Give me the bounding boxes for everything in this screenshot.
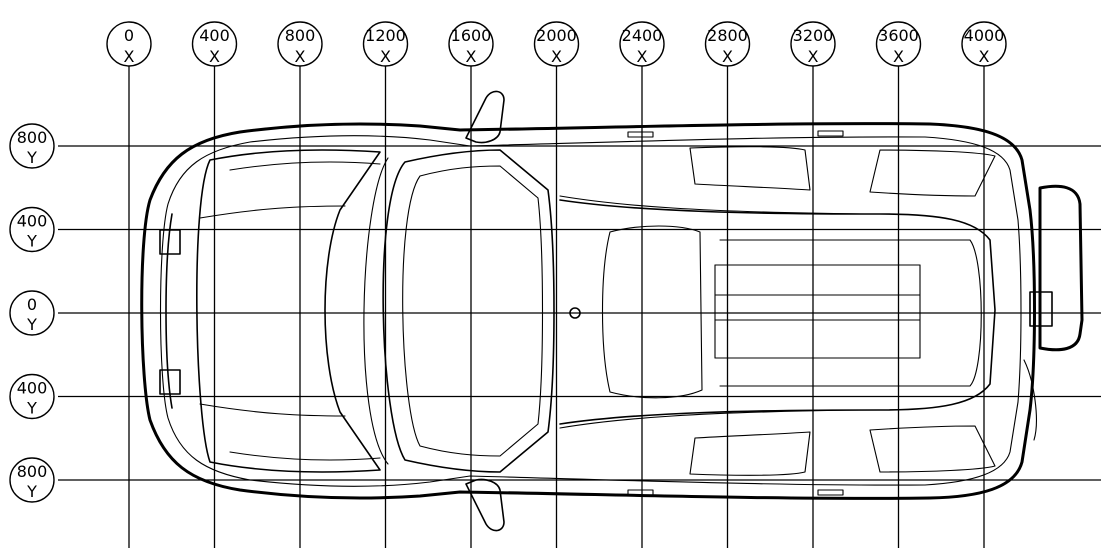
x-marker-axis-letter: X xyxy=(979,47,990,66)
x-marker-circle xyxy=(191,21,238,67)
x-marker-axis-letter: X xyxy=(551,47,562,66)
door-handle-4 xyxy=(817,489,844,496)
x-marker-axis-letter: X xyxy=(295,47,306,66)
y-marker-axis-letter: Y xyxy=(26,399,37,418)
x-marker-circle xyxy=(106,21,152,67)
x-marker-value: 400 xyxy=(199,26,230,45)
y-marker-circle xyxy=(9,457,55,503)
x-marker-value: 3600 xyxy=(878,26,919,45)
vehicle-outline xyxy=(140,90,1084,532)
x-marker-circle xyxy=(533,21,580,67)
y-marker-circle xyxy=(9,290,55,336)
vehicle-body-outline xyxy=(140,122,1036,500)
x-marker-value: 800 xyxy=(285,26,316,45)
vehicle-body-inner xyxy=(159,135,1022,487)
x-marker-value: 3200 xyxy=(793,26,834,45)
x-marker-circle xyxy=(961,21,1007,67)
y-marker-bubble: 0Y xyxy=(9,290,55,336)
x-marker-axis-letter: X xyxy=(466,47,477,66)
y-marker-value: 0 xyxy=(27,295,37,314)
mirror-left xyxy=(465,90,505,144)
side-window-right-rear xyxy=(869,425,996,473)
x-marker-axis-letter: X xyxy=(637,47,648,66)
y-marker-circle xyxy=(9,373,55,420)
x-marker-circle xyxy=(362,21,409,67)
tow-hitch xyxy=(1029,291,1053,327)
y-marker-circle xyxy=(9,206,55,253)
roof-rail-left xyxy=(714,264,921,359)
y-marker-value: 800 xyxy=(17,462,48,481)
x-marker-circle xyxy=(277,21,323,67)
x-marker-axis-letter: X xyxy=(380,47,391,66)
y-marker-value: 400 xyxy=(17,212,48,231)
x-marker-bubble: 0X xyxy=(106,21,152,67)
x-marker-value: 2400 xyxy=(622,26,663,45)
x-marker-circle xyxy=(790,21,836,67)
roof-outline xyxy=(559,199,996,425)
front-bumper xyxy=(165,213,173,409)
x-gridlines xyxy=(128,62,985,548)
y-marker-axis-letter: Y xyxy=(26,148,37,167)
x-marker-circle xyxy=(619,21,665,67)
side-window-left-front xyxy=(689,146,811,191)
x-marker-value: 2800 xyxy=(707,26,748,45)
x-marker-value: 1600 xyxy=(451,26,492,45)
mirror-right xyxy=(465,478,505,532)
front-light-left xyxy=(159,229,181,255)
x-marker-value: 4000 xyxy=(964,26,1005,45)
y-marker-axis-letter: Y xyxy=(26,232,37,251)
front-light-right xyxy=(159,369,181,395)
x-marker-circle xyxy=(704,21,751,67)
x-marker-axis-letter: X xyxy=(722,47,733,66)
x-marker-circle xyxy=(875,21,922,67)
door-handle-1 xyxy=(627,131,654,138)
x-marker-axis-letter: X xyxy=(209,47,220,66)
x-marker-axis-letter: X xyxy=(124,47,135,66)
x-marker-value: 1200 xyxy=(365,26,406,45)
side-window-right-front xyxy=(689,431,811,476)
y-marker-value: 800 xyxy=(17,128,48,147)
windshield xyxy=(382,149,555,473)
spare-wheel xyxy=(1038,184,1084,352)
hood-outline xyxy=(196,149,381,473)
x-marker-circle xyxy=(448,21,494,67)
y-marker-circle xyxy=(9,123,55,169)
door-handle-2 xyxy=(817,130,844,137)
sunroof xyxy=(601,225,703,399)
x-marker-axis-letter: X xyxy=(808,47,819,66)
door-handle-3 xyxy=(627,489,654,496)
y-marker-value: 400 xyxy=(17,379,48,398)
y-marker-axis-letter: Y xyxy=(26,482,37,501)
side-window-left-rear xyxy=(869,149,996,197)
x-axis-markers: 0X400X800X1200X1600X2000X2400X2800X3200X… xyxy=(106,21,1007,67)
y-marker-axis-letter: Y xyxy=(26,315,37,334)
x-marker-value: 0 xyxy=(124,26,134,45)
x-marker-value: 2000 xyxy=(536,26,577,45)
x-marker-axis-letter: X xyxy=(893,47,904,66)
